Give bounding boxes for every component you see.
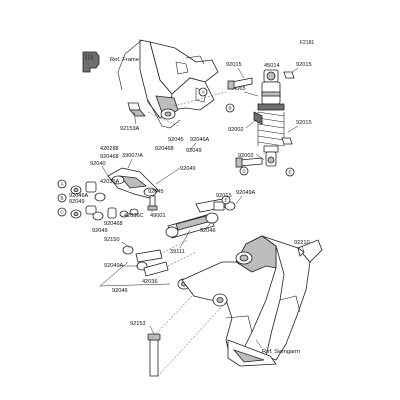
label-92040: 92040 [90, 161, 106, 167]
callout-e-top: E [285, 167, 295, 177]
callout-d-top: D [239, 166, 249, 176]
label-42036: 42036 [142, 279, 158, 285]
rear-shock-absorber [253, 69, 285, 167]
bolt-49001 [147, 195, 158, 211]
label-92049a: 92049A [236, 190, 256, 196]
shock-upper-bolt [227, 77, 253, 90]
svg-text:A: A [60, 182, 64, 187]
callout-a-mid: A [57, 179, 67, 189]
label-49001: 49001 [150, 213, 166, 219]
label-92153a: 92153A [120, 126, 140, 132]
svg-text:B: B [228, 106, 231, 111]
callout-b-top: B [225, 103, 235, 113]
label-44065: 44065 [230, 86, 246, 92]
label-92046: 92046 [200, 228, 216, 234]
label-92150: 92150 [104, 237, 120, 243]
bolt-92210 [297, 247, 305, 257]
label-92015-mid: 92015 [296, 120, 312, 126]
label-920468-b: 920468 [104, 221, 123, 227]
svg-text:C: C [60, 210, 64, 215]
frame-section [117, 39, 219, 129]
hand-pointer-icon [82, 51, 100, 73]
diagram-code: F2181 [300, 40, 314, 46]
label-92049a-low: 92049A [104, 263, 124, 269]
svg-text:E: E [224, 198, 227, 203]
label-92049-bot: 92049 [92, 228, 108, 234]
swingarm [181, 235, 323, 367]
label-92045-a: 92045 [168, 137, 184, 143]
shock-lower-nut [281, 137, 293, 145]
label-92046a-mid: 92046A [69, 193, 89, 199]
label-92049-right: 92049 [180, 166, 196, 172]
label-92015-low: 92015 [216, 193, 232, 199]
label-92002-top: 92002 [228, 127, 244, 133]
bolt-92153a [127, 102, 146, 117]
linkage-seals [70, 181, 139, 221]
shock-upper-nut [283, 71, 295, 79]
label-92049-left: 92049 [69, 199, 85, 205]
ref-frame-label: Ref. Frame [110, 57, 139, 63]
label-92046a-top: 92046A [190, 137, 210, 143]
rocker-arm [107, 167, 159, 199]
label-42036a: 42036A [100, 179, 120, 185]
label-92049-top: 92049 [186, 148, 202, 154]
callout-b-mid: B [57, 193, 67, 203]
svg-text:A: A [201, 90, 205, 95]
label-92153: 92153 [130, 321, 146, 327]
label-92002-bot: 92002 [238, 153, 254, 159]
svg-text:B: B [60, 196, 63, 201]
label-45014: 45014 [264, 63, 280, 69]
label-92210: 92210 [294, 240, 310, 246]
label-92015-top: 92015 [226, 62, 242, 68]
svg-text:D: D [242, 169, 246, 174]
pivot-shaft-92153 [147, 333, 161, 377]
callout-a-top: A [198, 87, 208, 97]
ref-swingarm-label: Ref. Swingarm [262, 349, 300, 355]
label-920468: 920468 [100, 154, 119, 160]
label-92045-mid: 92045 [148, 189, 164, 195]
callout-e-mid: E [221, 195, 231, 205]
label-39111: 39111 [170, 249, 185, 255]
label-42036c: 42036C [124, 213, 144, 219]
label-420288: 420288 [100, 146, 119, 152]
label-92015-right: 92015 [296, 62, 312, 68]
lower-collar-stack [122, 245, 191, 290]
callout-c-mid: C [57, 207, 67, 217]
label-92046-low: 92046 [112, 288, 128, 294]
shock-lower-bolt [235, 157, 263, 168]
svg-text:E: E [288, 170, 291, 175]
label-39007a: 39007/A [122, 153, 143, 159]
label-920468-top: 920468 [155, 146, 174, 152]
